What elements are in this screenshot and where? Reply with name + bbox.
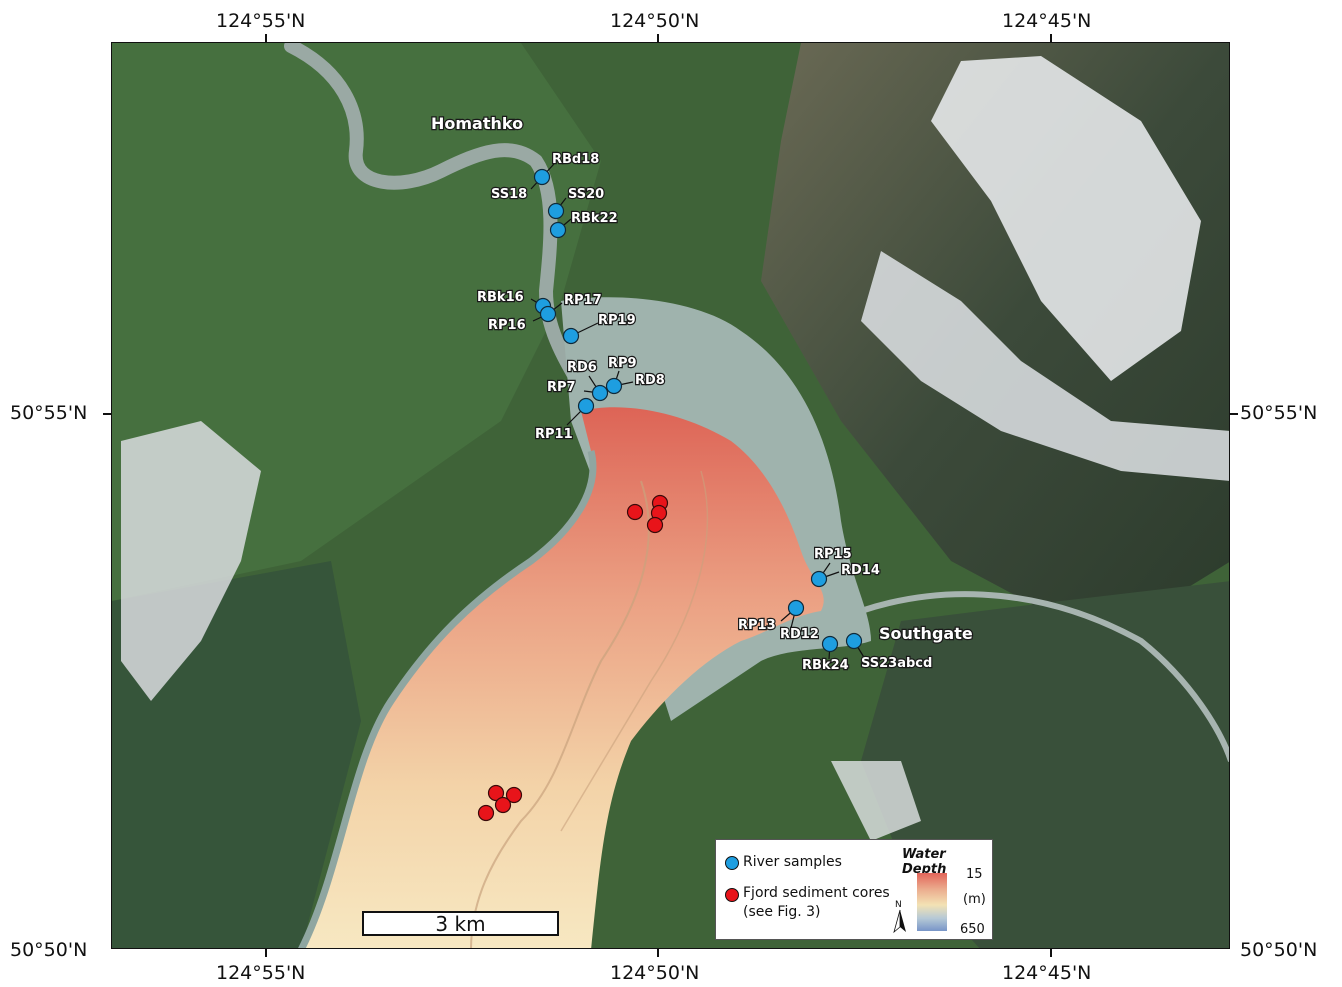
- legend-fjord-core-dot: [725, 888, 739, 902]
- top-lon-label-3: 124°45'N: [1002, 10, 1092, 32]
- fjord-channel-2: [560, 470, 708, 832]
- north-arrow-icon: N: [893, 900, 906, 934]
- tick-top-2: [657, 34, 659, 42]
- left-lat-label-2: 50°50'N: [10, 939, 88, 961]
- sample-label-rd12: RD12: [780, 627, 819, 642]
- fjord-core-point[interactable]: [494, 796, 512, 814]
- river-sample-point[interactable]: [821, 635, 839, 653]
- top-lon-label-2: 124°50'N: [610, 10, 700, 32]
- legend-depth-max: 650: [960, 922, 985, 937]
- bottom-lon-label-1: 124°55'N: [216, 962, 306, 984]
- river-sample-point[interactable]: [577, 397, 595, 415]
- sample-label-rbk22: RBk22: [571, 211, 618, 226]
- river-sample-point[interactable]: [547, 202, 565, 220]
- legend-depth-colorbar: [917, 873, 947, 931]
- sample-label-rp17: RP17: [564, 293, 602, 308]
- sample-label-rbk24: RBk24: [802, 658, 849, 673]
- sample-label-rd6: RD6: [567, 360, 597, 375]
- tick-left-1: [103, 413, 111, 415]
- river-sample-point[interactable]: [845, 632, 863, 650]
- tick-top-3: [1050, 34, 1052, 42]
- legend-fjord-cores-note: (see Fig. 3): [743, 904, 821, 920]
- sample-label-rp13: RP13: [738, 618, 776, 633]
- map-canvas: Homathko Southgate RBd18 SS18 SS20 RBk22…: [112, 43, 1229, 948]
- river-sample-point[interactable]: [562, 327, 580, 345]
- river-sample-point[interactable]: [591, 384, 609, 402]
- fjord-west-shore: [298, 450, 597, 948]
- fjord-bathymetry: [301, 407, 824, 948]
- tick-bottom-2: [657, 949, 659, 957]
- tick-bottom-1: [265, 949, 267, 957]
- sample-label-rp16: RP16: [488, 318, 526, 333]
- map-frame: Homathko Southgate RBd18 SS18 SS20 RBk22…: [111, 42, 1230, 949]
- tick-bottom-3: [1050, 949, 1052, 957]
- sample-label-rp11: RP11: [535, 427, 573, 442]
- fjord-channel-1: [470, 480, 650, 948]
- sample-label-rbd18: RBd18: [552, 152, 599, 167]
- tick-right-1: [1230, 413, 1238, 415]
- river-sample-point[interactable]: [533, 168, 551, 186]
- sample-label-rd14: RD14: [841, 563, 880, 578]
- river-sample-point[interactable]: [810, 570, 828, 588]
- fjord-core-point[interactable]: [626, 503, 644, 521]
- legend-river-samples-label: River samples: [743, 854, 842, 870]
- river-sample-point[interactable]: [605, 377, 623, 395]
- bottom-lon-label-3: 124°45'N: [1002, 962, 1092, 984]
- sample-label-ss18: SS18: [491, 187, 527, 202]
- river-sample-group: [533, 168, 863, 653]
- homathko-river-channel: [284, 43, 593, 403]
- top-lon-label-1: 124°55'N: [216, 10, 306, 32]
- sample-label-ss20: SS20: [568, 187, 604, 202]
- snow-patch-se: [831, 761, 921, 841]
- river-sample-point[interactable]: [539, 305, 557, 323]
- snowfield-w: [121, 421, 261, 701]
- bottom-lon-label-2: 124°50'N: [610, 962, 700, 984]
- legend-fjord-cores-label: Fjord sediment cores: [743, 885, 890, 901]
- sample-label-rp15: RP15: [814, 547, 852, 562]
- fjord-core-point[interactable]: [646, 516, 664, 534]
- right-lat-label-1: 50°55'N: [1240, 402, 1318, 424]
- snowfield-e: [861, 251, 1229, 481]
- homathko-label: Homathko: [431, 114, 523, 133]
- southgate-label: Southgate: [879, 624, 973, 643]
- fjord-core-group: [477, 494, 669, 822]
- left-lat-label-1: 50°55'N: [10, 402, 88, 424]
- right-lat-label-2: 50°50'N: [1240, 939, 1318, 961]
- tick-top-1: [265, 34, 267, 42]
- legend-depth-unit: (m): [963, 892, 986, 907]
- sample-label-rp9: RP9: [608, 356, 637, 371]
- fjord-core-point[interactable]: [487, 784, 505, 802]
- southgate-river-channel: [860, 591, 1229, 762]
- river-sample-point[interactable]: [787, 599, 805, 617]
- sample-label-rp19: RP19: [598, 313, 636, 328]
- fjord-core-point[interactable]: [477, 804, 495, 822]
- sample-label-rbk16: RBk16: [477, 290, 524, 305]
- map-legend: River samples Fjord sediment cores (see …: [715, 839, 993, 940]
- fjord-core-point[interactable]: [505, 786, 523, 804]
- sample-label-rp7: RP7: [547, 380, 576, 395]
- legend-river-sample-dot: [725, 856, 739, 870]
- scale-bar: 3 km: [362, 911, 559, 936]
- legend-depth-min: 15: [966, 867, 983, 882]
- snowfield-ne: [931, 56, 1201, 381]
- sample-label-rd8: RD8: [635, 373, 665, 388]
- north-arrow-letter: N: [895, 900, 902, 910]
- scale-bar-label: 3 km: [435, 912, 486, 936]
- sample-label-ss23abcd: SS23abcd: [861, 656, 932, 671]
- river-sample-point[interactable]: [549, 221, 567, 239]
